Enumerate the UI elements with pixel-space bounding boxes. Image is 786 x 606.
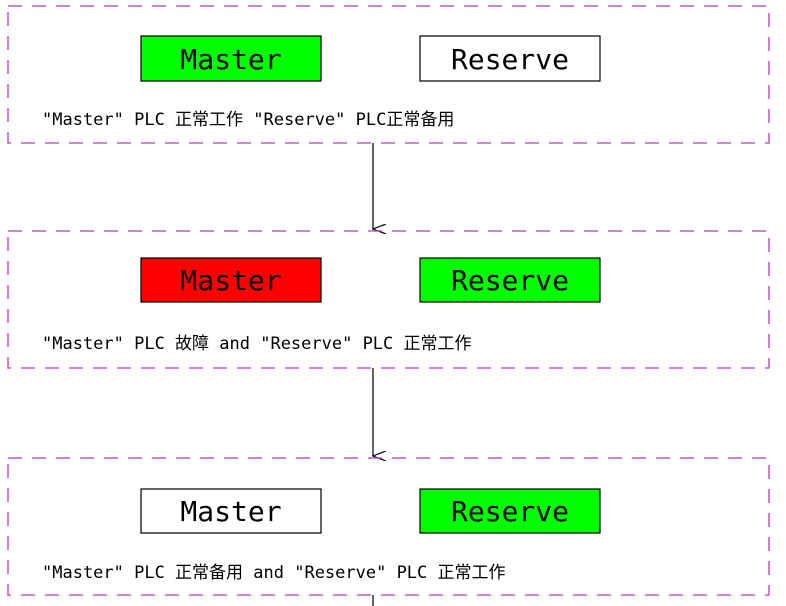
panel-3-master-box bbox=[140, 488, 322, 534]
panel-1-reserve-box bbox=[419, 35, 601, 82]
panel-2-reserve-label: Reserve bbox=[451, 264, 569, 297]
panel-1: Master Reserve "Master" PLC 正常工作 "Reserv… bbox=[7, 5, 770, 144]
panel-1-caption: "Master" PLC 正常工作 "Reserve" PLC正常备用 bbox=[42, 110, 454, 130]
panel-2-master-box bbox=[140, 257, 322, 303]
panel-3-reserve-box bbox=[419, 488, 601, 534]
panel-1-reserve-label: Reserve bbox=[451, 43, 569, 76]
panel-2: Master Reserve "Master" PLC 故障 and "Rese… bbox=[7, 230, 770, 369]
panel-2-frame bbox=[7, 230, 770, 369]
panel-3-frame bbox=[7, 457, 770, 596]
panel-3-caption: "Master" PLC 正常备用 and "Reserve" PLC 正常工作 bbox=[42, 563, 506, 583]
panel-3-reserve-label: Reserve bbox=[451, 495, 569, 528]
panel-2-master-label: Master bbox=[180, 264, 281, 297]
panel-1-frame bbox=[7, 5, 770, 144]
panel-2-caption: "Master" PLC 故障 and "Reserve" PLC 正常工作 bbox=[42, 334, 472, 354]
panel-1-master-label: Master bbox=[180, 43, 281, 76]
panel-3: Master Reserve "Master" PLC 正常备用 and "Re… bbox=[7, 457, 770, 596]
panel-1-master-box bbox=[140, 35, 322, 82]
panel-3-master-label: Master bbox=[180, 495, 281, 528]
panel-2-reserve-box bbox=[419, 257, 601, 303]
